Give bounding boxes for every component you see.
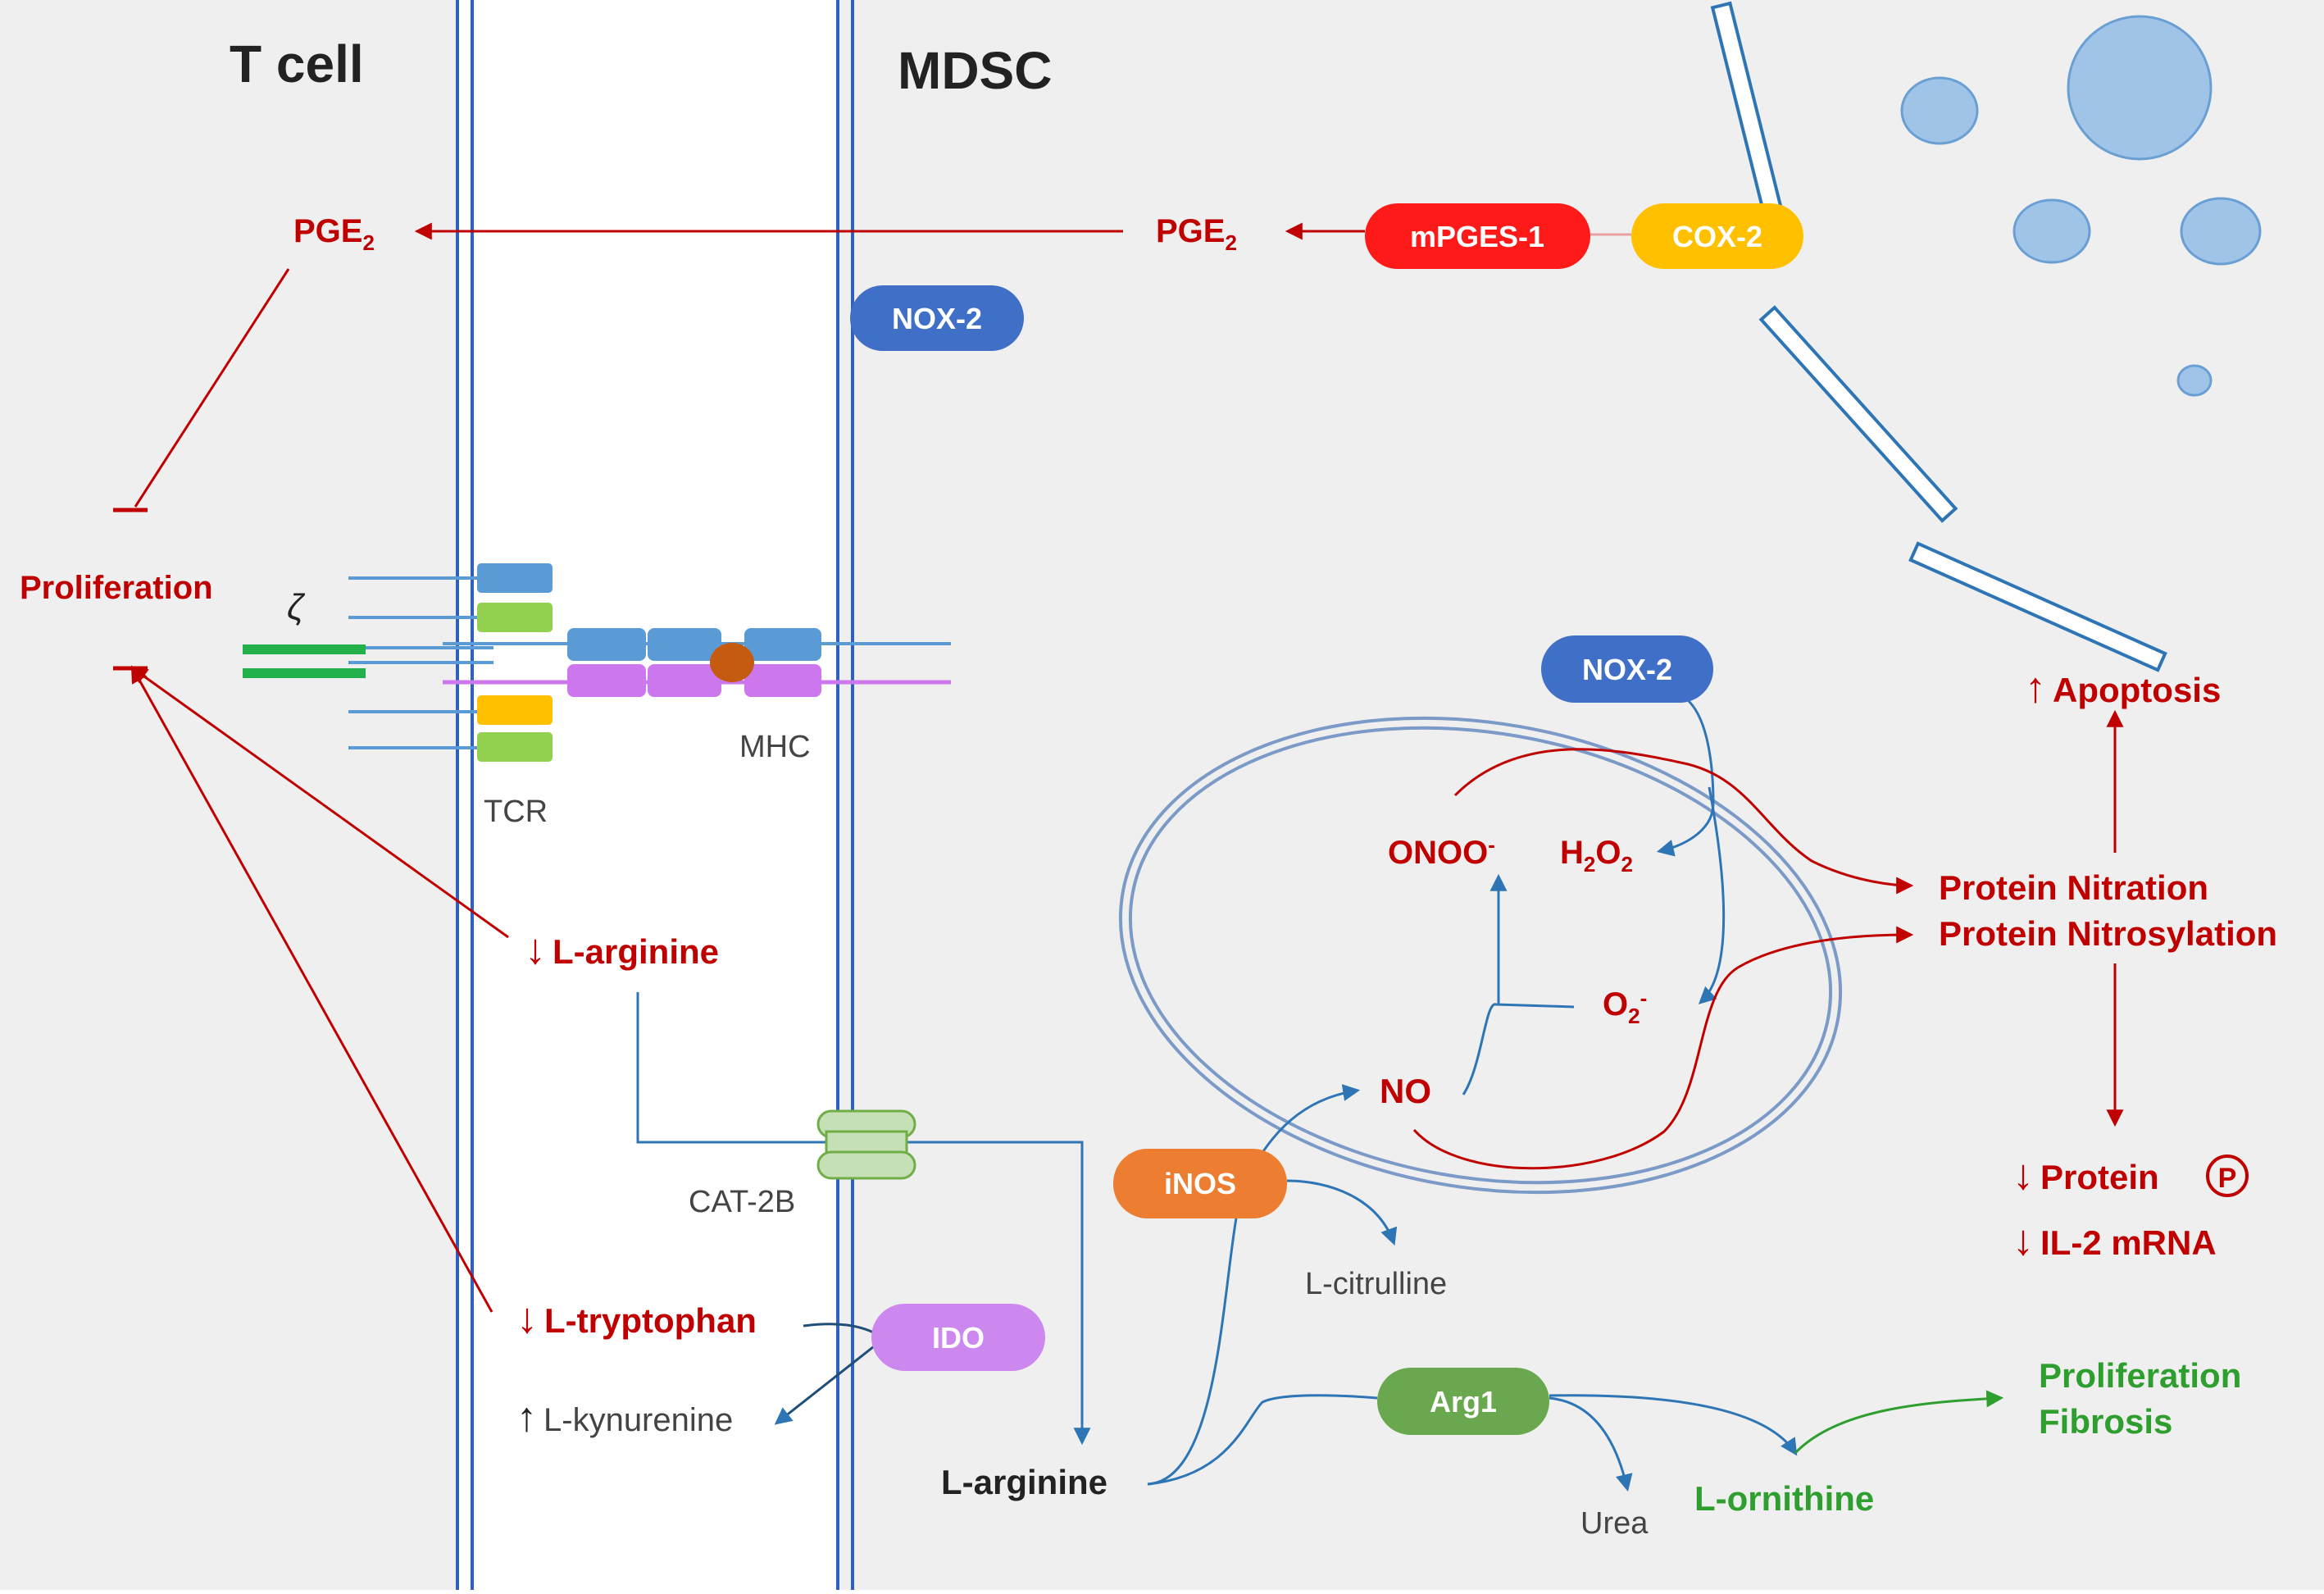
svg-text:IDO: IDO [932, 1321, 985, 1355]
pge2-mdsc-label: PGE2 [1156, 213, 1237, 255]
tcell-region [0, 0, 459, 1590]
h2o2-label: H2O2 [1560, 835, 1633, 877]
mdsc-region [836, 0, 2324, 1590]
inhibition-lines [113, 665, 509, 1313]
tcell-proliferation-label: Proliferation [20, 570, 213, 606]
protein-nitrosylation-label: Protein Nitrosylation [1939, 914, 2277, 953]
pge2-pathway-arrows [113, 222, 1631, 512]
fibrosis-label: Fibrosis [2039, 1402, 2172, 1441]
l-citrulline-label: L-citrulline [1305, 1267, 1447, 1301]
ros-arrows [1462, 699, 1726, 1095]
ido-enzyme: IDO [871, 1304, 1045, 1371]
tcell-l-tryptophan-label: ↓L-tryptophan [516, 1295, 757, 1342]
mdsc-l-arginine-label: L-arginine [941, 1463, 1107, 1501]
vesicles [1900, 15, 2262, 397]
tcell-l-arginine-label: ↓L-arginine [525, 926, 719, 973]
phospho-icon: P [2206, 1155, 2249, 1197]
mdsc-heading: MDSC [898, 41, 1052, 100]
apoptosis-label: ↑Apoptosis [2025, 664, 2221, 712]
synapse-region [459, 0, 836, 1590]
nitration-arrows [1412, 748, 1914, 1170]
nitric-oxide-label: NO [1380, 1072, 1431, 1110]
svg-text:mPGES-1: mPGES-1 [1410, 220, 1544, 253]
mitochondrion [1118, 716, 1843, 1195]
svg-text:iNOS: iNOS [1164, 1167, 1236, 1200]
zeta-chain-label: ζ [287, 587, 306, 627]
inos-enzyme: iNOS [1113, 1149, 1287, 1218]
tcell-l-kynurenine-label: ↑L-kynurenine [516, 1394, 733, 1440]
protein-phosphorylation-label: ↓Protein [2012, 1151, 2159, 1199]
cat2b-label: CAT-2B [689, 1185, 795, 1219]
urea-label: Urea [1580, 1506, 1649, 1541]
peroxynitrite-label: ONOO- [1388, 832, 1495, 871]
svg-text:NOX-2: NOX-2 [1582, 653, 1672, 686]
protein-nitration-label: Protein Nitration [1939, 868, 2208, 907]
cat2b-transporter [816, 1109, 916, 1180]
mpges1-enzyme: mPGES-1 [1365, 203, 1590, 269]
svg-text:NOX-2: NOX-2 [892, 302, 982, 335]
svg-text:Arg1: Arg1 [1430, 1385, 1497, 1419]
superoxide-label: O2- [1603, 986, 1647, 1028]
tcr-label: TCR [484, 795, 548, 829]
tcr-mhc-complex [243, 563, 951, 762]
endoplasmic-reticulum-strands [1710, 1, 2167, 672]
pge2-tcell-label: PGE2 [293, 213, 375, 255]
mhc-label: MHC [739, 730, 811, 764]
nox2-mito-enzyme: NOX-2 [1541, 635, 1713, 703]
l-ornithine-label: L-ornithine [1694, 1479, 1874, 1518]
svg-text:P: P [2218, 1163, 2237, 1194]
cox2-enzyme: COX-2 [1631, 203, 1803, 269]
tcell-membrane [456, 0, 474, 1590]
nox2-membrane-enzyme: NOX-2 [850, 285, 1024, 351]
tcell-heading: T cell [230, 34, 364, 93]
il2-mrna-label: ↓IL-2 mRNA [2012, 1217, 2217, 1264]
mdsc-proliferation-label: Proliferation [2039, 1356, 2241, 1395]
arg1-enzyme: Arg1 [1377, 1368, 1549, 1435]
svg-text:COX-2: COX-2 [1672, 220, 1762, 253]
